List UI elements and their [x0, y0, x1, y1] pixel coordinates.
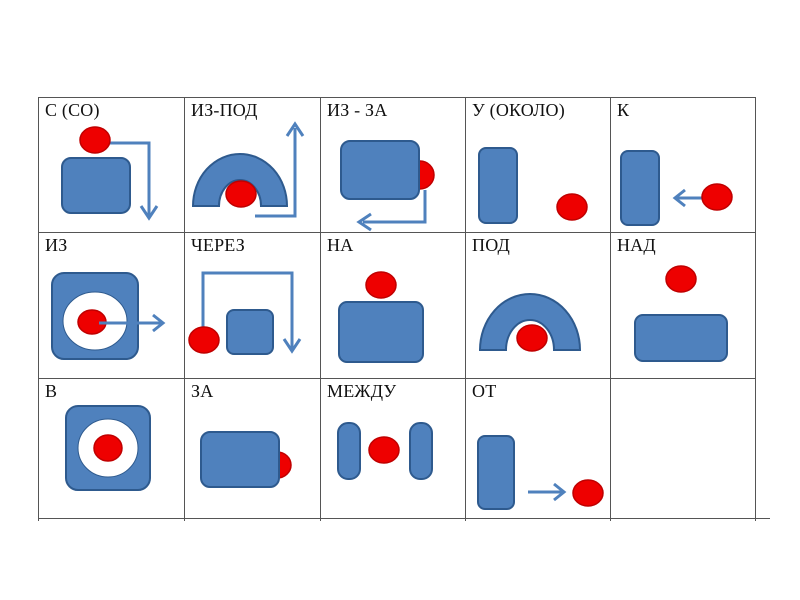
cell-iz: ИЗ	[39, 233, 184, 378]
arch-shape	[191, 153, 289, 207]
nad-illustration	[634, 265, 728, 362]
arrow-head	[152, 313, 166, 333]
cell-pod: ПОД	[466, 233, 610, 378]
ball	[556, 193, 588, 221]
ball	[665, 265, 697, 293]
cell-label: К	[617, 100, 630, 120]
s-so-illustration	[61, 126, 159, 221]
cell-nad: НАД	[611, 233, 755, 378]
grid-line-col2	[320, 97, 321, 521]
cell-label: В	[45, 381, 58, 401]
box-shape	[338, 301, 424, 363]
grid-line-col0	[38, 97, 39, 521]
iz-pod-illustration	[191, 121, 305, 218]
arrow-line	[255, 128, 297, 218]
cell-iz-za: ИЗ - ЗА	[321, 98, 465, 232]
arrow-head	[356, 212, 372, 232]
k-illustration	[620, 150, 733, 226]
arrow-line	[363, 190, 427, 224]
ball	[572, 479, 604, 507]
ball	[516, 324, 548, 352]
grid-line-row2	[38, 378, 756, 379]
cell-iz-pod: ИЗ-ПОД	[185, 98, 320, 232]
box-shape	[61, 157, 131, 214]
box-shape	[634, 314, 728, 362]
left-pillar-shape	[337, 422, 361, 480]
cell-label: НАД	[617, 235, 656, 255]
cell-na: НА	[321, 233, 465, 378]
ball	[93, 434, 123, 462]
cell-za: ЗА	[185, 379, 320, 518]
ball	[79, 126, 111, 154]
ball	[701, 183, 733, 211]
ball	[188, 326, 220, 354]
cell-label: ИЗ	[45, 235, 68, 255]
na-illustration	[338, 271, 424, 363]
arrow-line	[201, 271, 294, 349]
grid-line-col3	[465, 97, 466, 521]
box-shape	[226, 309, 274, 355]
cell-label: ИЗ-ПОД	[191, 100, 258, 120]
iz-illustration	[51, 272, 166, 360]
cell-label: НА	[327, 235, 354, 255]
pillar-shape	[478, 147, 518, 224]
ball	[368, 436, 400, 464]
box-shape	[200, 431, 280, 488]
arrow-head	[285, 121, 305, 137]
cell-k: К	[611, 98, 755, 232]
pod-illustration	[478, 293, 582, 352]
cell-label: ИЗ - ЗА	[327, 100, 388, 120]
arrow-line	[97, 141, 151, 216]
right-pillar-shape	[409, 422, 433, 480]
arrow-head	[553, 482, 567, 502]
cell-ot: ОТ	[466, 379, 610, 518]
grid-line-col1	[184, 97, 185, 521]
za-illustration	[200, 431, 292, 488]
grid-line-top	[38, 97, 756, 98]
cell-label: С (СО)	[45, 100, 100, 120]
cell-cherez: ЧЕРЕЗ	[185, 233, 320, 378]
ot-illustration	[477, 435, 604, 510]
cell-label: ЧЕРЕЗ	[191, 235, 245, 255]
cherez-illustration	[188, 271, 302, 355]
cell-u-okolo: У (ОКОЛО)	[466, 98, 610, 232]
cell-label: МЕЖДУ	[327, 381, 397, 401]
grid-line-row1	[38, 232, 756, 233]
cell-v: В	[39, 379, 184, 518]
box-shape	[340, 140, 420, 200]
v-illustration	[65, 405, 151, 491]
arrow-head	[282, 338, 302, 354]
cell-empty	[611, 379, 755, 518]
pillar-shape	[620, 150, 660, 226]
mezhdu-illustration	[337, 422, 433, 480]
ball	[225, 180, 257, 208]
cell-label: ЗА	[191, 381, 214, 401]
cell-label: У (ОКОЛО)	[472, 100, 565, 120]
cell-s-so: С (СО)	[39, 98, 184, 232]
pillar-shape	[477, 435, 515, 510]
arrow-head	[672, 188, 686, 208]
ball	[365, 271, 397, 299]
grid-line-col4	[610, 97, 611, 521]
u-okolo-illustration	[478, 147, 588, 224]
arrow-head	[139, 205, 159, 221]
cell-label: ПОД	[472, 235, 510, 255]
grid-line-col5	[755, 97, 756, 521]
cell-label: ОТ	[472, 381, 497, 401]
cell-mezhdu: МЕЖДУ	[321, 379, 465, 518]
arch-shape	[478, 293, 582, 351]
iz-za-illustration	[340, 140, 435, 232]
grid-line-bottom	[38, 518, 770, 519]
